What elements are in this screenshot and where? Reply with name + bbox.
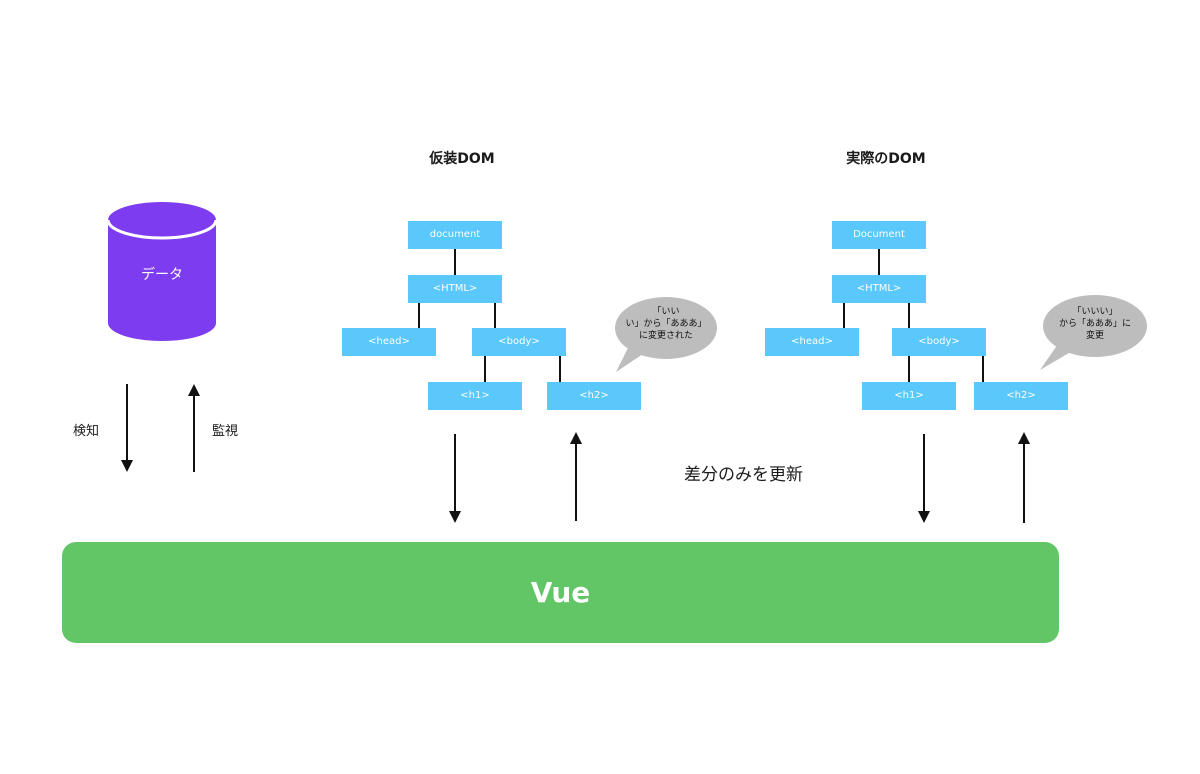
bubble-line: い」から「あああ」 <box>625 319 707 329</box>
speech-bubble-icon <box>1040 295 1147 370</box>
vdom-node-h2: <h2> <box>547 382 641 410</box>
connector <box>908 356 910 382</box>
vdom-node-html: <HTML> <box>408 275 502 303</box>
bubble-line: 「いい <box>652 307 680 317</box>
connector <box>908 303 910 328</box>
rdom-node-h2: <h2> <box>974 382 1068 410</box>
bubble-line: から「あああ」に <box>1058 319 1131 329</box>
connector <box>843 303 845 328</box>
connector <box>418 303 420 328</box>
arrow-up-icon <box>188 384 200 472</box>
rdom-node-document: Document <box>832 221 926 249</box>
vdom-node-body: <body> <box>472 328 566 356</box>
data-store-label: データ <box>141 267 183 283</box>
arrow-up-icon <box>570 432 582 521</box>
connector <box>878 249 880 275</box>
watch-label: 監視 <box>212 424 239 439</box>
arrow-up-icon <box>1018 432 1030 523</box>
connector <box>559 356 561 382</box>
virtual-dom-title: 仮装DOM <box>429 151 495 167</box>
vdom-bubble-text: 「いい い」から「あああ」 に変更された <box>612 306 720 342</box>
rdom-bubble-text: 「いいい」 から「あああ」に 変更 <box>1040 306 1150 342</box>
rdom-node-body: <body> <box>892 328 986 356</box>
arrow-down-icon <box>121 384 133 472</box>
connector <box>484 356 486 382</box>
speech-bubble-icon <box>615 297 717 372</box>
bubble-line: に変更された <box>638 331 693 341</box>
vue-label: Vue <box>530 576 591 609</box>
vdom-node-head: <head> <box>342 328 436 356</box>
detect-label: 検知 <box>73 424 100 439</box>
diff-update-label: 差分のみを更新 <box>684 465 803 485</box>
bubble-line: 「いいい」 <box>1072 307 1118 317</box>
connector <box>494 303 496 328</box>
real-dom-title: 実際のDOM <box>846 151 926 167</box>
vue-bar: Vue <box>62 542 1059 643</box>
connector <box>982 356 984 382</box>
rdom-node-head: <head> <box>765 328 859 356</box>
vdom-node-document: document <box>408 221 502 249</box>
arrow-down-icon <box>918 434 930 523</box>
arrow-down-icon <box>449 434 461 523</box>
rdom-node-h1: <h1> <box>862 382 956 410</box>
bubble-line: 変更 <box>1085 331 1104 341</box>
rdom-node-html: <HTML> <box>832 275 926 303</box>
database-icon <box>106 202 218 341</box>
connector <box>454 249 456 275</box>
vdom-node-h1: <h1> <box>428 382 522 410</box>
